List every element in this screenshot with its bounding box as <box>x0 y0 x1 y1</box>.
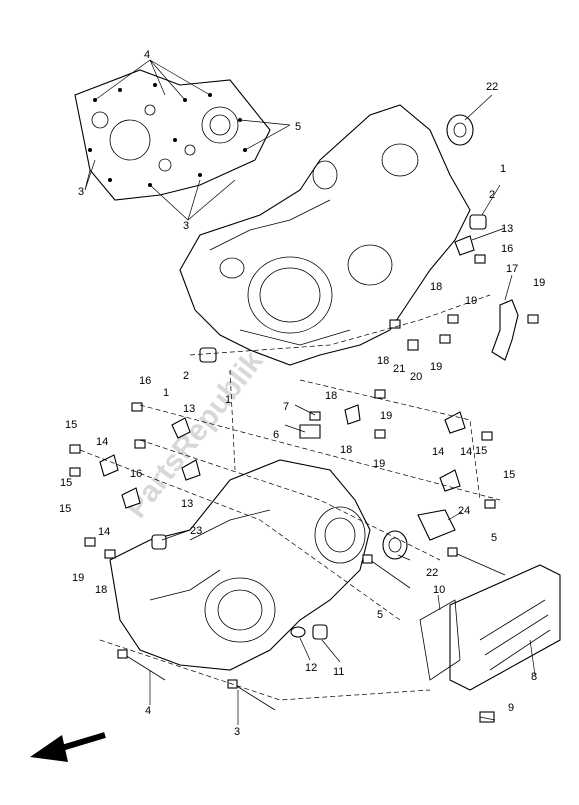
callout-label: 1 <box>225 394 231 406</box>
callout-label: 3 <box>234 726 240 738</box>
callout-label: 1 <box>163 387 169 399</box>
callout-label: 4 <box>144 49 150 61</box>
callout-label: 10 <box>433 584 445 596</box>
callout-label: 20 <box>410 371 422 383</box>
arrow-down-left-icon <box>30 732 106 762</box>
seal-22-upper <box>446 114 474 146</box>
callout-label: 4 <box>145 705 151 717</box>
bracket-17 <box>491 299 519 361</box>
dowel-2-lower <box>199 347 217 363</box>
washer-12 <box>290 626 306 638</box>
callout-label: 19 <box>465 295 477 307</box>
callout-label: 15 <box>475 445 487 457</box>
callout-label: 18 <box>430 281 442 293</box>
gasket-inset <box>74 69 271 201</box>
callout-label: 18 <box>377 355 389 367</box>
callout-label: 13 <box>183 403 195 415</box>
callout-label: 19 <box>373 458 385 470</box>
callout-label: 15 <box>503 469 515 481</box>
callout-label: 11 <box>333 666 344 678</box>
crankcase-right-half <box>179 104 471 366</box>
callout-label: 14 <box>432 446 444 458</box>
callout-label: 14 <box>96 436 108 448</box>
callout-label: 18 <box>95 584 107 596</box>
gasket-10 <box>419 599 461 681</box>
callout-label: 9 <box>508 702 514 714</box>
callout-label: 16 <box>139 375 151 387</box>
dowel-2-upper <box>469 214 487 230</box>
callout-label: 6 <box>273 429 279 441</box>
callout-label: 14 <box>98 526 110 538</box>
callout-labels: 4 5 3 3 22 1 2 13 16 17 19 18 19 18 21 1… <box>59 49 545 738</box>
seal-22-lower <box>382 530 408 560</box>
callout-label: 19 <box>380 410 392 422</box>
callout-label: 17 <box>506 263 518 275</box>
callout-label: 15 <box>65 419 77 431</box>
callout-label: 19 <box>430 361 442 373</box>
callout-label: 5 <box>491 532 497 544</box>
callout-label: 3 <box>78 186 84 198</box>
callout-label: 19 <box>72 572 84 584</box>
callout-label: 14 <box>460 446 472 458</box>
callout-label: 5 <box>295 121 301 133</box>
clips <box>99 235 475 509</box>
callout-label: 16 <box>501 243 513 255</box>
callout-label: 22 <box>426 567 438 579</box>
callout-label: 1 <box>500 163 506 175</box>
callout-label: 8 <box>531 671 537 683</box>
callout-label: 18 <box>325 390 337 402</box>
lever-24 <box>417 509 456 541</box>
bolts <box>69 254 539 723</box>
callout-label: 13 <box>501 223 513 235</box>
callout-label: 22 <box>486 81 498 93</box>
callout-label: 19 <box>533 277 545 289</box>
crankcase-left-half <box>109 459 371 671</box>
assembly-lines <box>79 294 501 701</box>
callout-label: 7 <box>283 401 289 413</box>
callout-label: 23 <box>190 525 202 537</box>
callout-label: 18 <box>340 444 352 456</box>
chain-guide-8 <box>449 564 561 691</box>
callout-label: 15 <box>60 477 72 489</box>
leader-lines <box>84 59 536 725</box>
callout-label: 15 <box>59 503 71 515</box>
callout-label: 3 <box>183 220 189 232</box>
callout-label: 12 <box>305 662 317 674</box>
callout-label: 21 <box>393 363 405 375</box>
plug-11 <box>312 624 328 640</box>
callout-label: 24 <box>458 505 470 517</box>
callout-label: 13 <box>181 498 193 510</box>
callout-label: 16 <box>130 468 142 480</box>
collar-23 <box>151 534 167 550</box>
callout-label: 2 <box>183 370 189 382</box>
callout-label: 2 <box>489 189 495 201</box>
callout-label: 5 <box>377 609 383 621</box>
